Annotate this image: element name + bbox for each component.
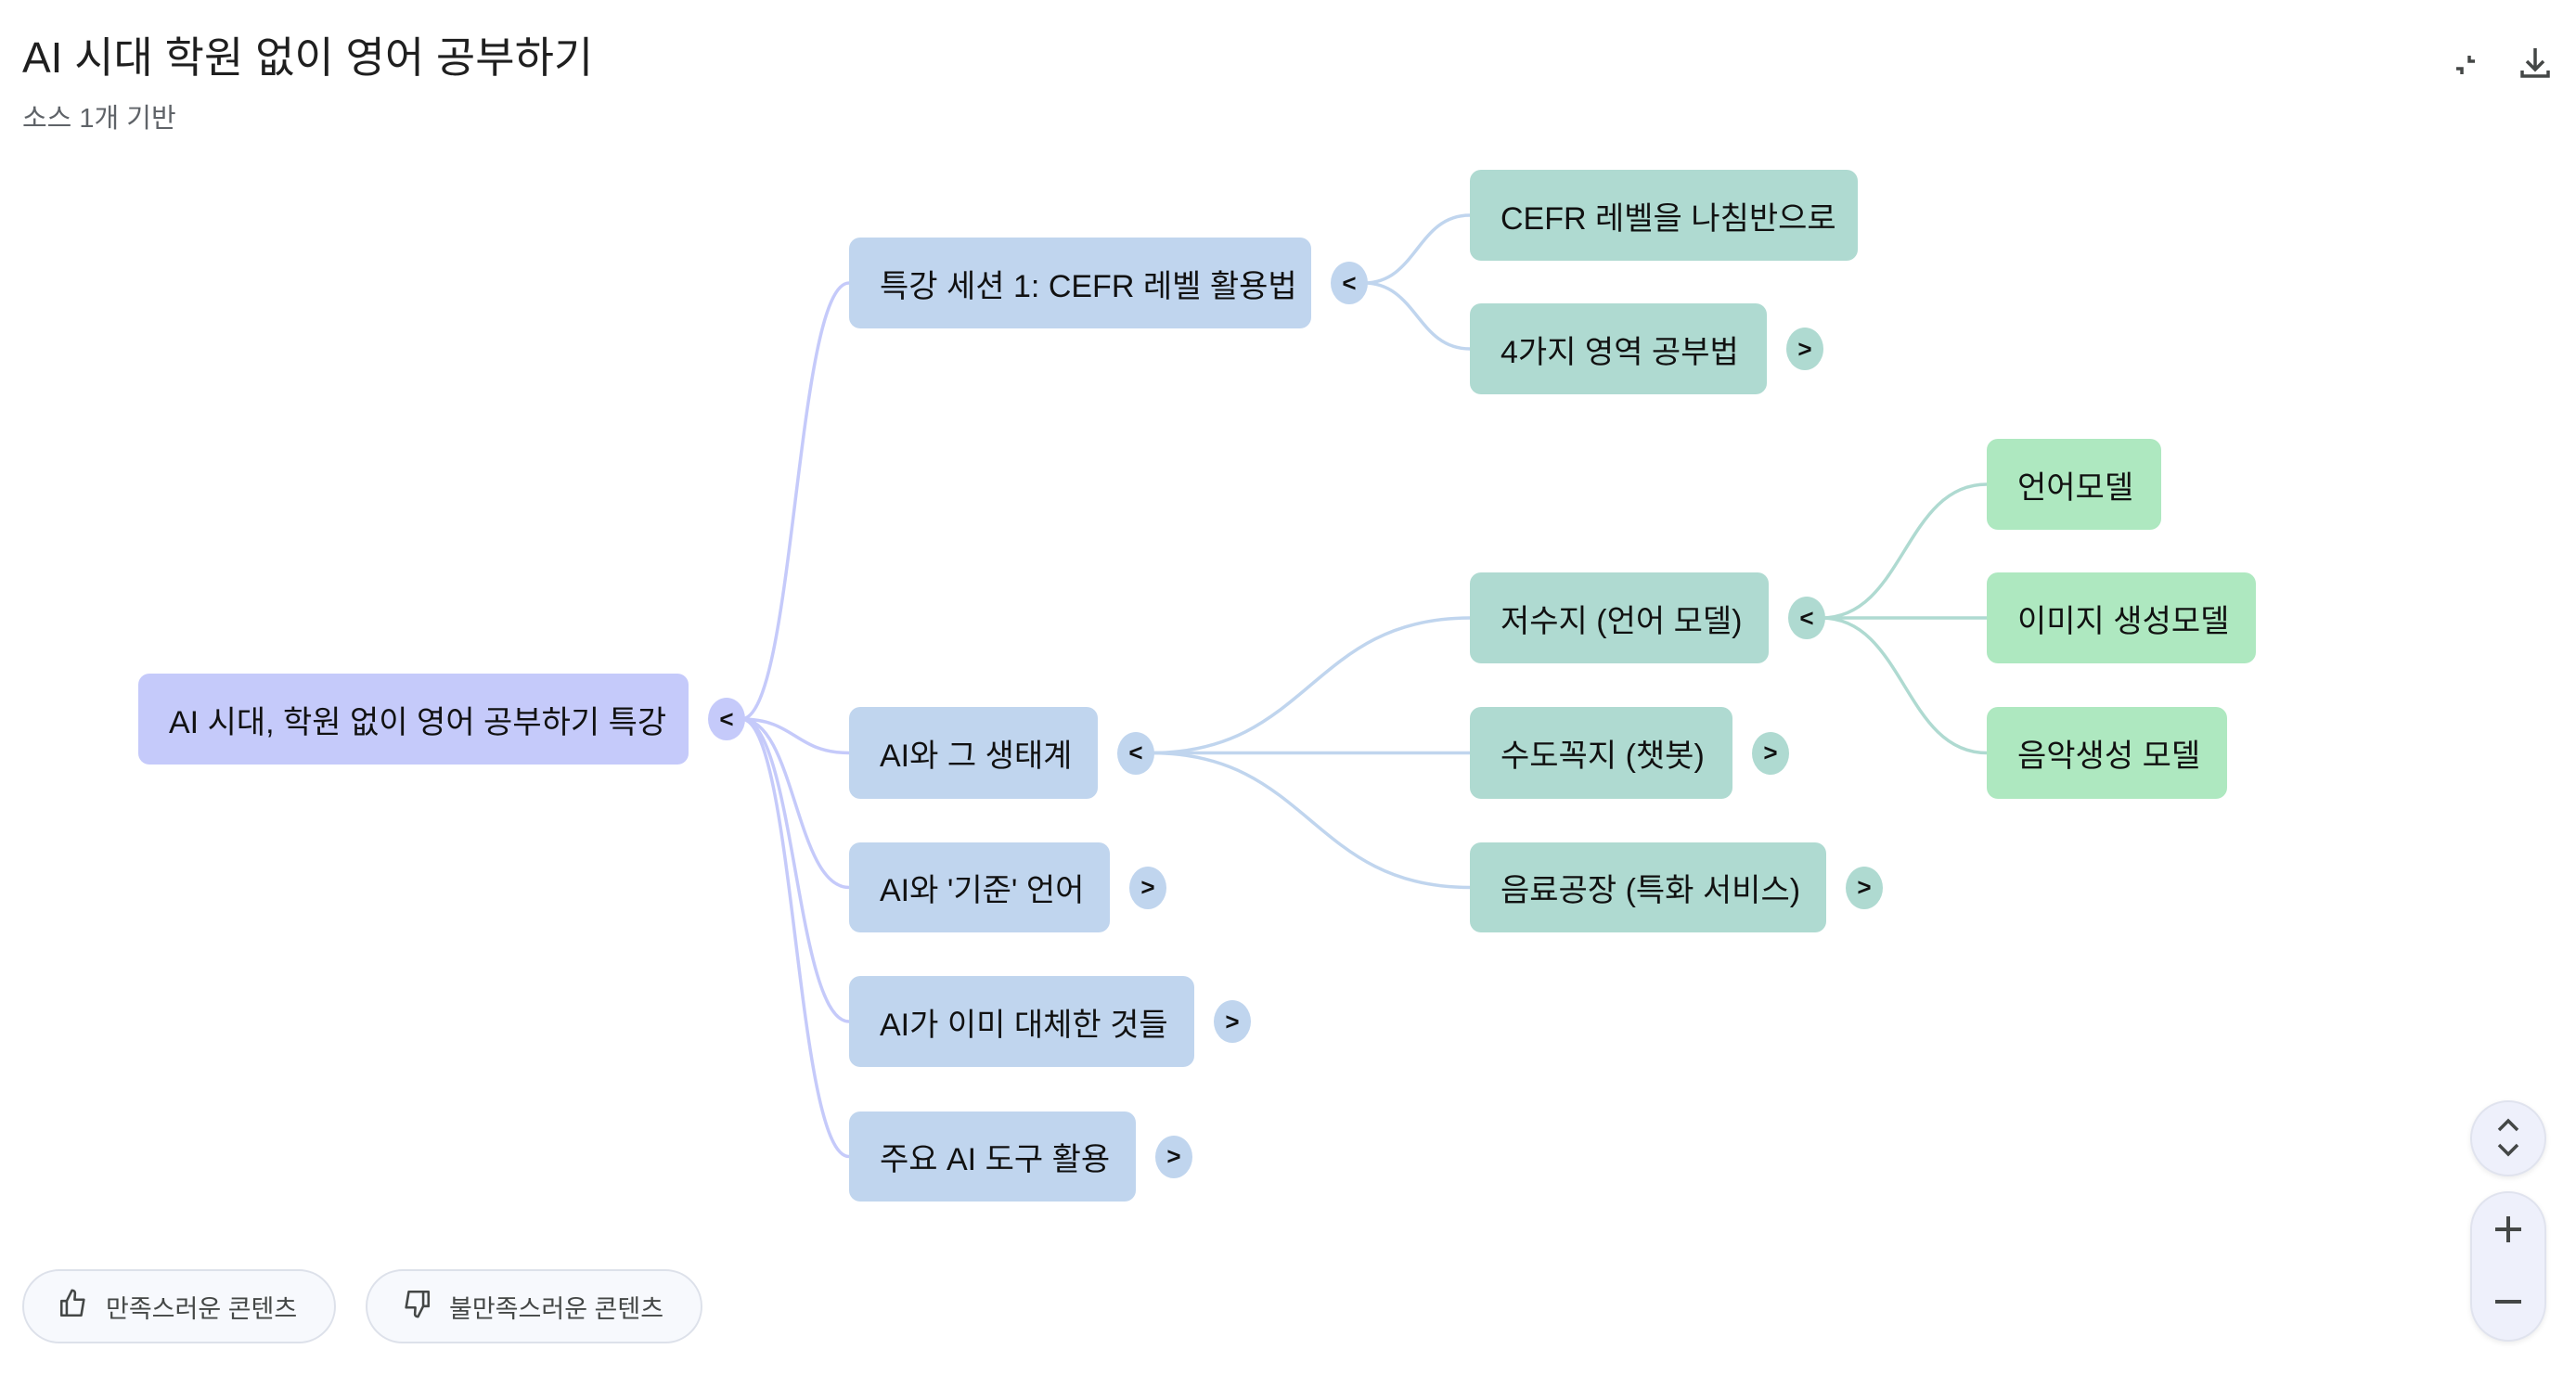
mindmap-node[interactable]: 저수지 (언어 모델) bbox=[1470, 572, 1769, 663]
mindmap-node[interactable]: 이미지 생성모델 bbox=[1987, 572, 2256, 663]
minus-icon bbox=[2495, 1300, 2521, 1304]
zoom-controls bbox=[2470, 1191, 2546, 1342]
node-label: 저수지 (언어 모델) bbox=[1501, 603, 1743, 639]
mindmap-node[interactable]: 4가지 영역 공부법 bbox=[1470, 303, 1767, 394]
mindmap-node[interactable]: 언어모델 bbox=[1987, 439, 2161, 530]
mindmap-root-node[interactable]: AI 시대, 학원 없이 영어 공부하기 특강 bbox=[138, 674, 689, 765]
bad-content-label: 불만족스러운 콘텐츠 bbox=[449, 1294, 664, 1323]
collapse-node-toggle[interactable]: < bbox=[1788, 597, 1825, 639]
mindmap-node[interactable]: CEFR 레벨을 나침반으로 bbox=[1470, 170, 1858, 261]
mindmap-edge bbox=[1821, 482, 1988, 620]
mindmap-edge bbox=[1150, 616, 1471, 755]
expand-node-toggle[interactable]: > bbox=[1214, 1000, 1251, 1043]
expand-node-toggle[interactable]: > bbox=[1846, 866, 1883, 909]
expand-collapse-all-button[interactable] bbox=[2470, 1100, 2546, 1176]
mindmap-edge bbox=[1150, 751, 1471, 890]
expand-node-toggle[interactable]: > bbox=[1155, 1135, 1192, 1178]
mindmap-node[interactable]: AI와 '기준' 언어 bbox=[849, 842, 1110, 932]
mindmap-edge bbox=[741, 717, 850, 1159]
node-label: 특강 세션 1: CEFR 레벨 활용법 bbox=[880, 268, 1297, 304]
chevron-up-down-icon bbox=[2472, 1102, 2544, 1175]
good-content-label: 만족스러운 콘텐츠 bbox=[106, 1294, 298, 1323]
node-label: AI 시대, 학원 없이 영어 공부하기 특강 bbox=[169, 704, 667, 740]
node-label: 주요 AI 도구 활용 bbox=[880, 1142, 1111, 1177]
mindmap-edge bbox=[1821, 616, 1988, 755]
collapse-icon[interactable] bbox=[2441, 41, 2485, 85]
mindmap-edge bbox=[741, 281, 850, 721]
mindmap-node[interactable]: 음악생성 모델 bbox=[1987, 707, 2227, 799]
source-count: 소스 1개 기반 bbox=[22, 104, 176, 134]
thumbs-up-icon bbox=[58, 1288, 89, 1326]
expand-node-toggle[interactable]: > bbox=[1129, 866, 1166, 909]
good-content-button[interactable]: 만족스러운 콘텐츠 bbox=[22, 1269, 337, 1343]
mindmap-edge bbox=[1363, 281, 1471, 351]
node-label: 언어모델 bbox=[2017, 469, 2134, 506]
node-label: 음료공장 (특화 서비스) bbox=[1501, 873, 1801, 908]
mindmap-node[interactable]: 주요 AI 도구 활용 bbox=[849, 1112, 1136, 1202]
download-icon[interactable] bbox=[2513, 41, 2557, 85]
node-label: 이미지 생성모델 bbox=[2017, 603, 2230, 639]
thumbs-down-icon bbox=[401, 1288, 432, 1326]
mindmap-node[interactable]: AI가 이미 대체한 것들 bbox=[849, 976, 1194, 1067]
node-label: AI와 '기준' 언어 bbox=[880, 873, 1085, 908]
mindmap-node[interactable]: 음료공장 (특화 서비스) bbox=[1470, 842, 1826, 932]
node-label: AI와 그 생태계 bbox=[880, 739, 1073, 774]
plus-icon bbox=[2495, 1216, 2521, 1242]
collapse-node-toggle[interactable]: < bbox=[1331, 262, 1368, 304]
mindmap-edge bbox=[741, 717, 850, 890]
node-label: AI가 이미 대체한 것들 bbox=[880, 1007, 1168, 1043]
collapse-node-toggle[interactable]: < bbox=[708, 698, 745, 740]
node-label: 수도꼭지 (챗봇) bbox=[1501, 739, 1705, 774]
bad-content-button[interactable]: 불만족스러운 콘텐츠 bbox=[366, 1269, 703, 1343]
mindmap-edge bbox=[741, 717, 850, 755]
expand-node-toggle[interactable]: > bbox=[1752, 731, 1789, 775]
node-label: 4가지 영역 공부법 bbox=[1501, 334, 1739, 370]
zoom-out-button[interactable] bbox=[2472, 1266, 2544, 1338]
mindmap-node[interactable]: 특강 세션 1: CEFR 레벨 활용법 bbox=[849, 238, 1311, 328]
node-label: 음악생성 모델 bbox=[2017, 739, 2201, 774]
expand-node-toggle[interactable]: > bbox=[1786, 328, 1823, 370]
page-title: AI 시대 학원 없이 영어 공부하기 bbox=[22, 33, 594, 82]
mindmap-edge bbox=[1363, 213, 1471, 285]
zoom-in-button[interactable] bbox=[2472, 1193, 2544, 1266]
mindmap-node[interactable]: AI와 그 생태계 bbox=[849, 707, 1098, 799]
mindmap-node[interactable]: 수도꼭지 (챗봇) bbox=[1470, 707, 1732, 799]
collapse-node-toggle[interactable]: < bbox=[1117, 731, 1154, 775]
node-label: CEFR 레벨을 나침반으로 bbox=[1501, 200, 1836, 237]
mindmap-edge bbox=[741, 717, 850, 1023]
